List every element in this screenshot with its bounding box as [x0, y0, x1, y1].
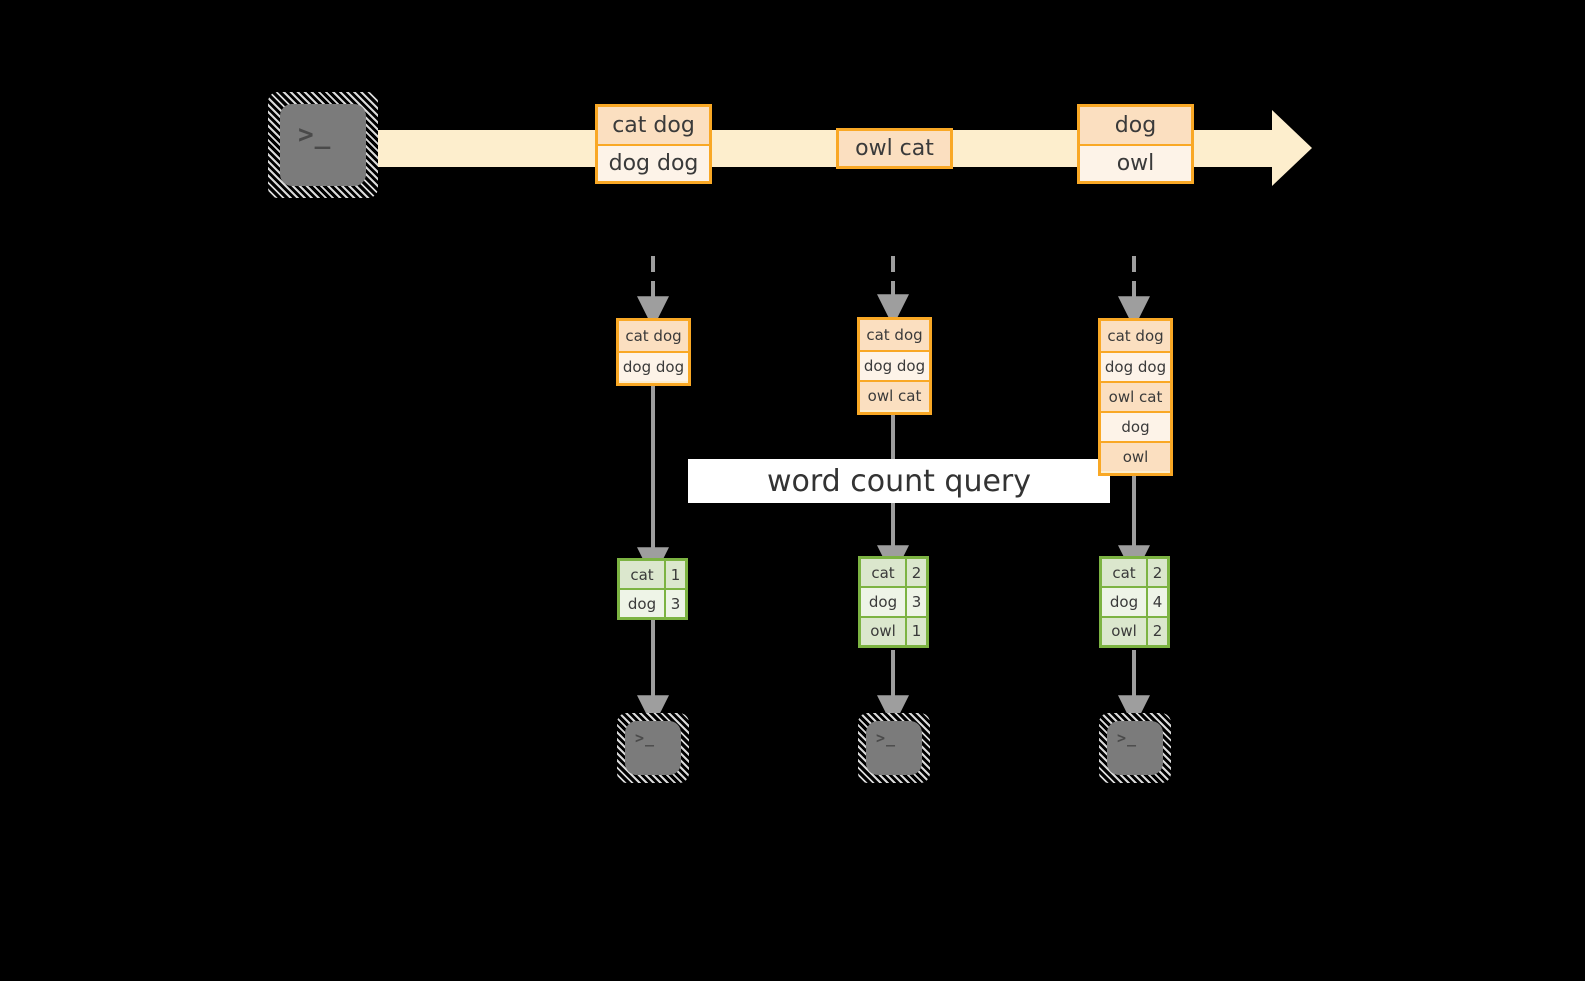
table-row: dog 3 [620, 588, 685, 617]
record-text: cat dog [866, 326, 923, 344]
result-count: 3 [905, 588, 926, 616]
buffer-row: dog dog [1101, 351, 1170, 381]
snapshot-3-result-table: cat 2 dog 4 owl 2 [1099, 556, 1170, 648]
query-label-text: word count query [766, 463, 1032, 499]
result-count: 3 [664, 590, 685, 617]
record-text: dog dog [863, 357, 926, 375]
record-text: dog dog [608, 151, 699, 176]
buffer-row: dog [1101, 411, 1170, 441]
record-text: dog [1114, 113, 1157, 138]
record-text: owl [1116, 151, 1155, 176]
record-text: owl cat [1108, 388, 1163, 406]
terminal-prompt-glyph: >_ [1117, 729, 1138, 747]
record-text: owl [1122, 448, 1149, 466]
buffer-row: dog dog [860, 350, 929, 380]
buffer-row: cat dog [1101, 321, 1170, 351]
snapshot-3-sink-terminal-icon: >_ [1099, 713, 1171, 783]
table-row: cat 2 [1102, 559, 1167, 587]
buffer-row: owl cat [1101, 381, 1170, 411]
result-word: dog [861, 588, 905, 616]
table-row: dog 3 [861, 586, 926, 616]
record-text: dog [1121, 418, 1150, 436]
buffer-row: owl [1101, 441, 1170, 471]
terminal-body [625, 721, 681, 775]
result-count: 1 [905, 617, 926, 645]
result-count: 4 [1146, 588, 1167, 616]
record-text: owl cat [855, 136, 934, 161]
snapshot-1-buffer: cat dog dog dog [616, 318, 691, 386]
record-text: owl cat [867, 387, 922, 405]
result-word: dog [1102, 588, 1146, 616]
terminal-body [1107, 721, 1163, 775]
terminal-body [280, 104, 366, 186]
result-word: dog [620, 590, 664, 617]
buffer-row: dog dog [619, 351, 688, 381]
source-terminal-icon: >_ [268, 92, 378, 198]
table-row: owl 2 [1102, 615, 1167, 645]
snapshot-2-buffer: cat dog dog dog owl cat [857, 317, 932, 415]
stream-event-1: cat dog dog dog [595, 104, 712, 184]
stream-event-1-line-2: dog dog [598, 144, 709, 181]
result-count: 1 [664, 561, 685, 588]
record-text: dog dog [622, 358, 685, 376]
table-row: cat 1 [620, 561, 685, 588]
terminal-prompt-glyph: >_ [876, 729, 897, 747]
stream-event-2-line-1: owl cat [839, 131, 950, 166]
query-label-band: word count query [688, 459, 1110, 503]
stream-event-2: owl cat [836, 128, 953, 169]
stream-event-3: dog owl [1077, 104, 1194, 184]
result-count: 2 [1146, 617, 1167, 645]
terminal-prompt-glyph: >_ [635, 729, 656, 747]
snapshot-1-result-table: cat 1 dog 3 [617, 558, 688, 620]
terminal-prompt-glyph: >_ [298, 120, 332, 150]
buffer-row: owl cat [860, 380, 929, 410]
result-word: owl [1102, 617, 1146, 645]
table-row: dog 4 [1102, 586, 1167, 616]
snapshot-2-sink-terminal-icon: >_ [858, 713, 930, 783]
result-count: 2 [1146, 559, 1167, 587]
result-word: cat [1102, 559, 1146, 587]
result-word: cat [620, 561, 664, 588]
stream-arrow-icon [1272, 110, 1312, 186]
snapshot-1-sink-terminal-icon: >_ [617, 713, 689, 783]
record-text: cat dog [1107, 327, 1164, 345]
buffer-row: cat dog [619, 321, 688, 351]
record-text: cat dog [612, 113, 695, 138]
stream-event-3-line-2: owl [1080, 144, 1191, 181]
snapshot-2-result-table: cat 2 dog 3 owl 1 [858, 556, 929, 648]
stream-event-1-line-1: cat dog [598, 107, 709, 144]
stream-event-3-line-1: dog [1080, 107, 1191, 144]
record-text: cat dog [625, 327, 682, 345]
result-word: owl [861, 617, 905, 645]
table-row: cat 2 [861, 559, 926, 587]
record-text: dog dog [1104, 358, 1167, 376]
result-count: 2 [905, 559, 926, 587]
result-word: cat [861, 559, 905, 587]
buffer-row: cat dog [860, 320, 929, 350]
table-row: owl 1 [861, 615, 926, 645]
terminal-body [866, 721, 922, 775]
snapshot-3-buffer: cat dog dog dog owl cat dog owl [1098, 318, 1173, 476]
